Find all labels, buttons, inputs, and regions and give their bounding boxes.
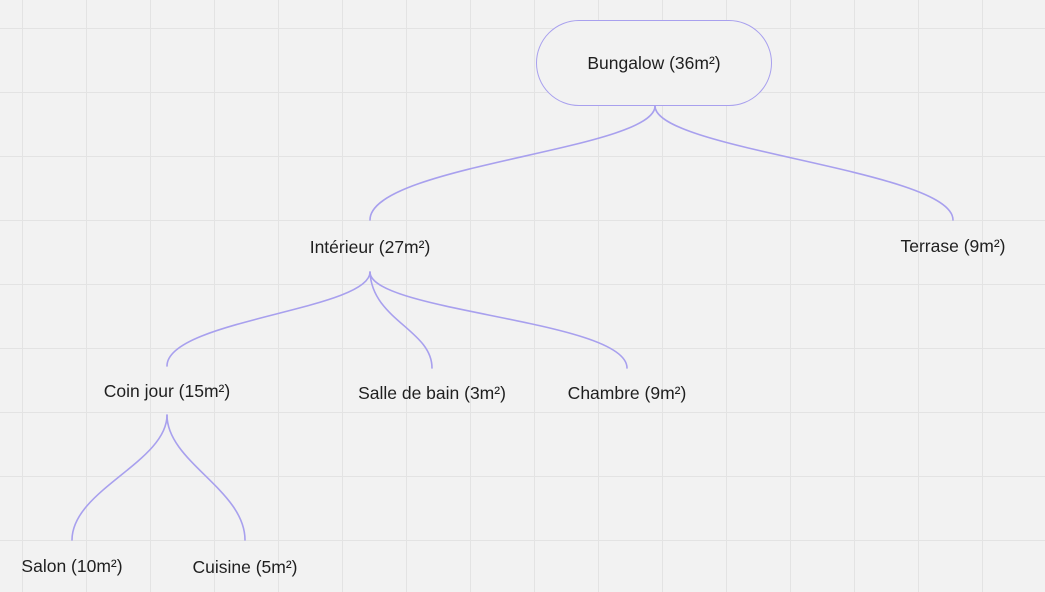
root-node-label: Bungalow (36m²) [587,53,721,73]
node-chambre[interactable]: Chambre (9m²) [567,383,687,403]
connector-interieur-salle-de-bain [369,271,433,369]
node-coin-jour[interactable]: Coin jour (15m²) [103,381,231,401]
connector-root-terrase [654,105,954,221]
connector-interieur-coin-jour [166,271,371,367]
connector-coin-jour-cuisine [166,414,246,541]
connector-interieur-chambre [369,271,628,369]
node-salle-de-bain[interactable]: Salle de bain (3m²) [358,383,506,403]
node-salon[interactable]: Salon (10m²) [21,556,123,576]
connector-root-interieur [369,105,656,221]
node-terrase[interactable]: Terrase (9m²) [900,236,1006,256]
root-node-bungalow[interactable]: Bungalow (36m²) [536,20,772,106]
node-cuisine[interactable]: Cuisine (5m²) [192,557,298,577]
node-interieur[interactable]: Intérieur (27m²) [309,237,431,257]
connector-coin-jour-salon [71,414,168,541]
